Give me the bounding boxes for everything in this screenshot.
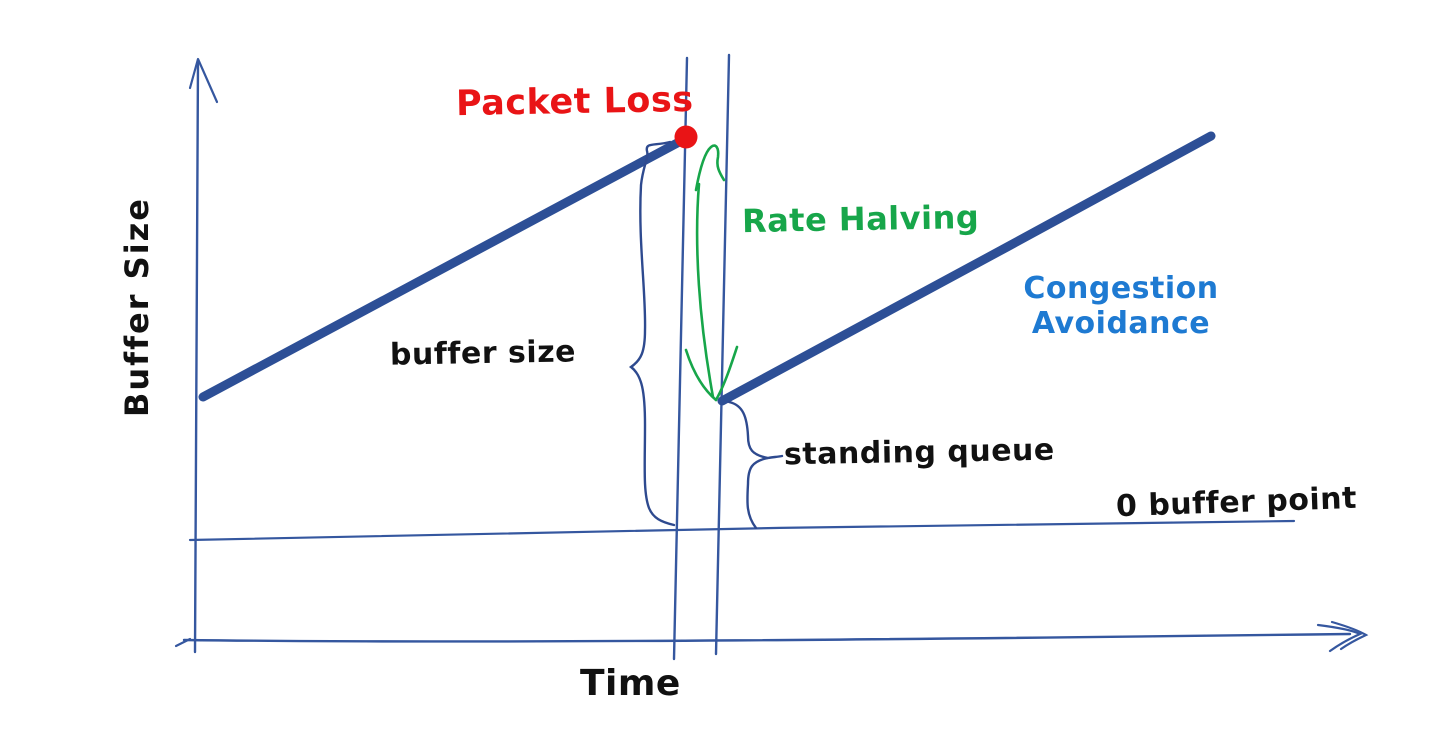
x-axis-arrowhead-icon bbox=[1316, 623, 1363, 653]
x-axis-line bbox=[182, 632, 1352, 643]
packet-loss-dot bbox=[674, 125, 698, 149]
standing-queue-brace bbox=[727, 400, 769, 530]
buffer-size-brace bbox=[628, 140, 676, 527]
zero-buffer-line bbox=[188, 519, 1296, 542]
x-axis-label: Time bbox=[580, 663, 681, 704]
standing-queue-brace-tip bbox=[766, 454, 784, 460]
rate-halving-arrowhead-icon bbox=[684, 348, 718, 402]
slow-start-ramp-line bbox=[198, 136, 686, 402]
packet-loss-label: Packet Loss bbox=[455, 79, 694, 125]
x-axis-start-tick bbox=[174, 637, 192, 648]
y-axis-label: Buffer Size bbox=[118, 197, 157, 417]
zero-buffer-point-label: 0 buffer point bbox=[1115, 480, 1358, 525]
congestion-avoidance-label-line1: Congestion bbox=[1023, 271, 1219, 306]
y-axis-line bbox=[193, 58, 200, 654]
y-axis-arrowhead-icon bbox=[188, 57, 219, 104]
congestion-avoidance-ramp-line bbox=[717, 131, 1216, 406]
rate-halving-arrow-shaft bbox=[695, 182, 715, 399]
vertical-marker-right bbox=[714, 53, 731, 656]
standing-queue-label: standing queue bbox=[783, 432, 1055, 473]
rate-halving-label: Rate Halving bbox=[741, 197, 980, 241]
rate-halving-arrow-top-loop bbox=[694, 144, 726, 192]
x-axis-arrowhead-icon bbox=[1330, 620, 1369, 651]
congestion-avoidance-label: Congestion Avoidance bbox=[1016, 271, 1226, 341]
rate-halving-arrowhead-icon bbox=[714, 345, 739, 402]
congestion-avoidance-label-line2: Avoidance bbox=[1031, 305, 1211, 341]
buffer-size-annotation-label: buffer size bbox=[389, 334, 577, 373]
